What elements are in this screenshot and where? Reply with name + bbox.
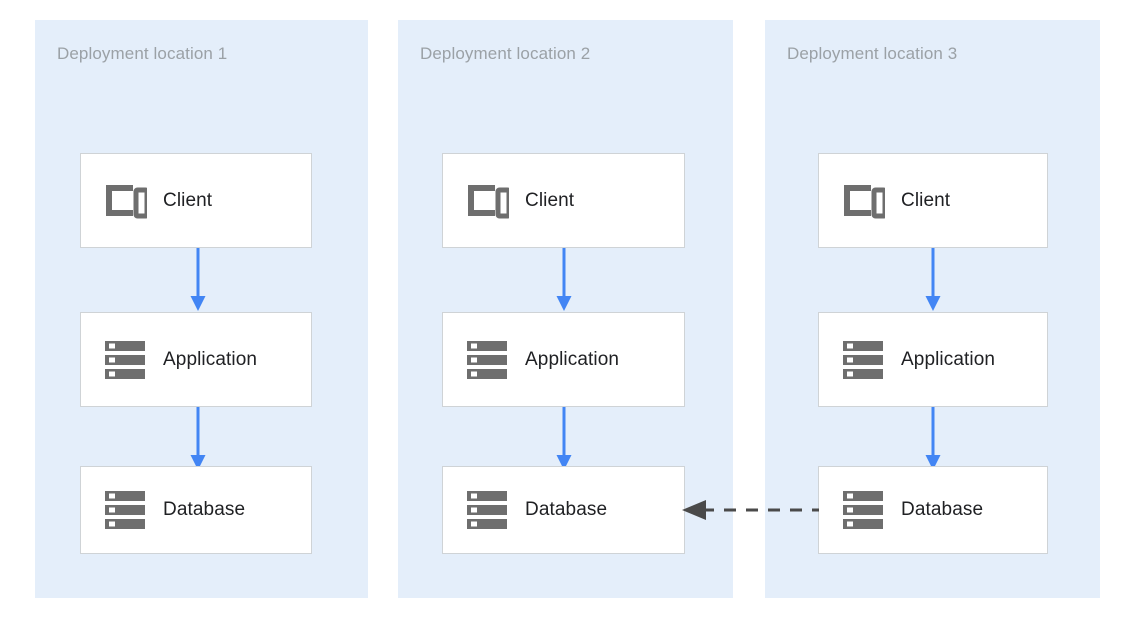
node-database-3[interactable]: Database: [818, 466, 1048, 554]
server-icon: [467, 491, 507, 529]
node-database-1[interactable]: Database: [80, 466, 312, 554]
node-application-3[interactable]: Application: [818, 312, 1048, 407]
devices-icon: [844, 184, 885, 218]
node-database-2[interactable]: Database: [442, 466, 685, 554]
node-label: Database: [525, 499, 608, 520]
arrow-client-to-application-1: [190, 248, 206, 311]
server-icon: [105, 340, 145, 379]
node-label: Application: [901, 348, 996, 370]
node-label: Client: [163, 189, 213, 211]
arrow-client-to-application-3: [925, 248, 941, 311]
node-application-1[interactable]: Application: [80, 312, 312, 407]
node-label: Client: [525, 189, 575, 211]
arrow-client-to-application-2: [556, 248, 572, 311]
panel-title: Deployment location 2: [420, 44, 591, 63]
node-label: Client: [901, 189, 951, 211]
arrow-application-to-database-1: [190, 407, 206, 470]
panel-title: Deployment location 1: [57, 44, 228, 63]
arrow-application-to-database-3: [925, 407, 941, 470]
replication-arrow-database3-to-database2: [682, 500, 819, 520]
node-client-2[interactable]: Client: [442, 153, 685, 248]
devices-icon: [106, 184, 147, 218]
server-icon: [843, 340, 883, 379]
server-icon: [105, 491, 145, 529]
devices-icon: [468, 184, 509, 218]
node-application-2[interactable]: Application: [442, 312, 685, 407]
server-icon: [467, 340, 507, 379]
node-label: Application: [525, 348, 620, 370]
node-client-1[interactable]: Client: [80, 153, 312, 248]
node-label: Application: [163, 348, 258, 370]
arrow-application-to-database-2: [556, 407, 572, 470]
node-label: Database: [901, 499, 984, 520]
node-label: Database: [163, 499, 246, 520]
node-client-3[interactable]: Client: [818, 153, 1048, 248]
server-icon: [843, 491, 883, 529]
panel-title: Deployment location 3: [787, 44, 958, 63]
